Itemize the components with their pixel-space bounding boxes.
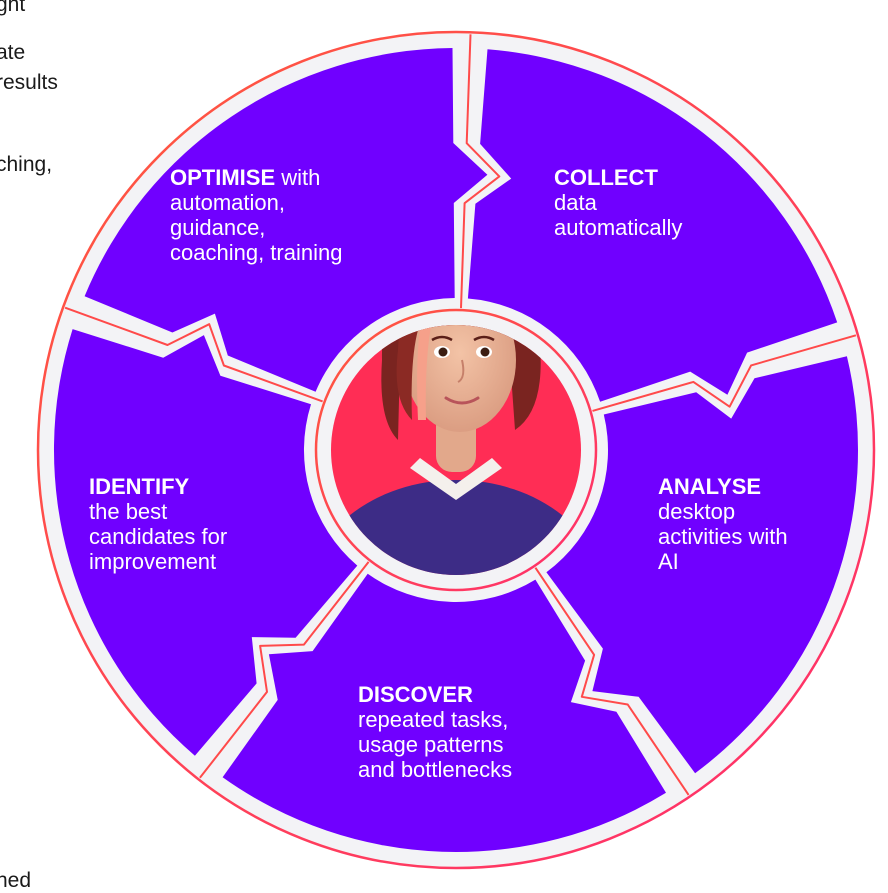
segment-label-collect: COLLECT data automatically: [554, 165, 774, 240]
divider-line: [199, 561, 370, 779]
collect-body: data automatically: [554, 190, 683, 240]
segment-label-analyse: ANALYSE desktop activities with AI: [658, 474, 858, 574]
discover-body: repeated tasks, usage patterns and bottl…: [358, 707, 513, 782]
segment-label-optimise: OPTIMISE with automation, guidance, coac…: [170, 165, 410, 265]
divider-line: [64, 306, 323, 403]
segment-identify: [53, 329, 358, 756]
background-text-line-2: ate: [0, 41, 26, 64]
divider-line: [592, 334, 857, 412]
optimise-title-suffix: with: [275, 165, 321, 190]
segment-analyse: [546, 356, 859, 774]
background-text-line-3: results: [0, 71, 58, 94]
divider-line: [460, 34, 501, 309]
segment-collect: [467, 49, 838, 402]
optimise-body: automation, guidance, coaching, training: [170, 190, 343, 265]
avatar-portrait-icon: [331, 325, 581, 575]
background-text-line-1: ght: [0, 0, 26, 16]
identify-title: IDENTIFY: [89, 474, 190, 499]
segment-discover: [222, 573, 666, 853]
optimise-title: OPTIMISE: [170, 165, 276, 190]
segment-label-discover: DISCOVER repeated tasks, usage patterns …: [358, 682, 578, 782]
segment-optimise: [84, 48, 488, 392]
identify-body: the best candidates for improvement: [89, 499, 228, 574]
center-hub: [314, 308, 598, 592]
analyse-title: ANALYSE: [658, 474, 762, 499]
segment-label-identify: IDENTIFY the best candidates for improve…: [89, 474, 309, 574]
discover-title: DISCOVER: [358, 682, 473, 707]
divider-line: [534, 567, 690, 796]
background-text-line-4: ching,: [0, 153, 53, 176]
collect-title: COLLECT: [554, 165, 658, 190]
analyse-body: desktop activities with AI: [658, 499, 788, 574]
